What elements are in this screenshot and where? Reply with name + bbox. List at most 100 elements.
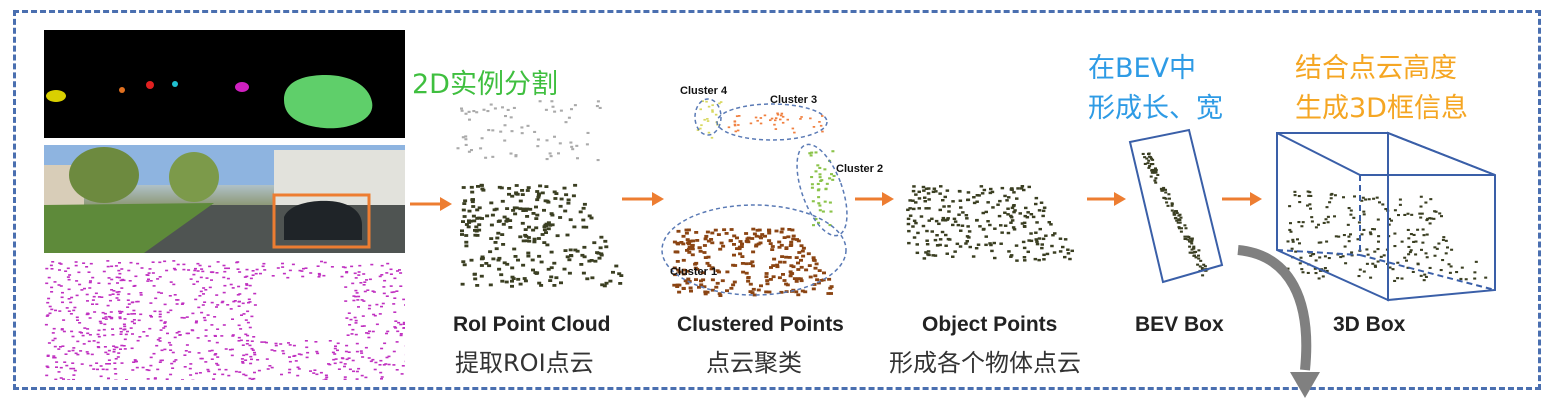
lidar-point [345,358,349,361]
point [1197,249,1201,252]
point [768,278,773,281]
point [1391,268,1395,271]
point [1393,232,1397,235]
lidar-point [177,330,181,333]
lidar-point [88,317,92,319]
point [1186,235,1190,238]
lidar-point [386,330,390,333]
lidar-point [358,264,362,267]
lidar-point [98,320,102,323]
lidar-point [114,358,118,360]
lidar-point [394,320,398,322]
lidar-point [81,334,85,337]
lidar-point [396,330,400,333]
point [1393,209,1397,212]
point [960,224,965,227]
lidar-point [203,301,207,303]
lidar-point [129,261,133,264]
point [958,199,963,202]
lidar-point [163,303,167,306]
point [1150,157,1153,160]
point [539,284,544,287]
lidar-point [64,270,68,272]
lidar-point [343,363,347,365]
lidar-point [198,264,202,267]
point [1317,241,1321,244]
lidar-point [133,322,136,325]
point [1425,219,1429,222]
lidar-point [102,270,106,273]
lidar-point [149,356,153,359]
lidar-point [107,282,111,285]
point [497,219,502,223]
point [677,290,682,294]
lidar-point [196,262,200,265]
point [925,229,929,233]
lidar-point [227,374,231,377]
point [1174,216,1178,219]
point [552,284,557,287]
point [1168,197,1171,200]
point [1188,245,1192,248]
point [717,270,721,274]
point [827,277,832,281]
point [1343,245,1347,248]
lidar-point [173,268,177,271]
lidar-point [402,298,405,301]
point [720,279,725,283]
point [474,225,479,229]
lidar-point [66,276,70,278]
point [1191,251,1195,254]
point [504,115,507,118]
point [1037,209,1042,212]
lidar-point [160,349,164,352]
point [530,258,535,262]
point [604,281,609,285]
point [579,263,584,266]
point [988,242,992,245]
lidar-point [72,378,75,380]
lidar-point [291,263,295,266]
point [787,256,792,259]
lidar-point [213,334,217,337]
point [1369,233,1373,236]
lidar-point [169,344,173,346]
point [500,199,505,203]
arrow-2 [622,192,664,206]
point [1197,254,1200,257]
heading-3d-2: 生成3D框信息 [1295,93,1468,124]
point [690,253,695,257]
point [1407,245,1411,248]
lidar-point [229,308,233,310]
point [826,292,831,295]
point [686,277,691,281]
lidar-point [136,262,140,265]
point [1407,237,1411,240]
point [1040,243,1044,246]
point [531,212,536,215]
point [1286,267,1290,270]
point [1044,234,1048,237]
point [794,290,799,294]
point [1298,262,1302,265]
point [764,272,769,275]
point [1369,276,1373,279]
point [1393,245,1397,248]
point [938,208,942,212]
lidar-point [118,276,121,279]
lidar-point [135,366,139,369]
lidar-point [122,345,126,347]
point [971,255,976,258]
lidar-point [133,313,136,315]
point [463,199,468,203]
point [1352,216,1356,219]
point [1300,268,1304,271]
point [1003,224,1008,227]
point [497,267,502,271]
point [787,228,792,231]
lidar-point [378,313,382,315]
point [1334,235,1338,238]
lidar-point [132,319,136,321]
point [722,228,727,232]
point [531,268,535,272]
